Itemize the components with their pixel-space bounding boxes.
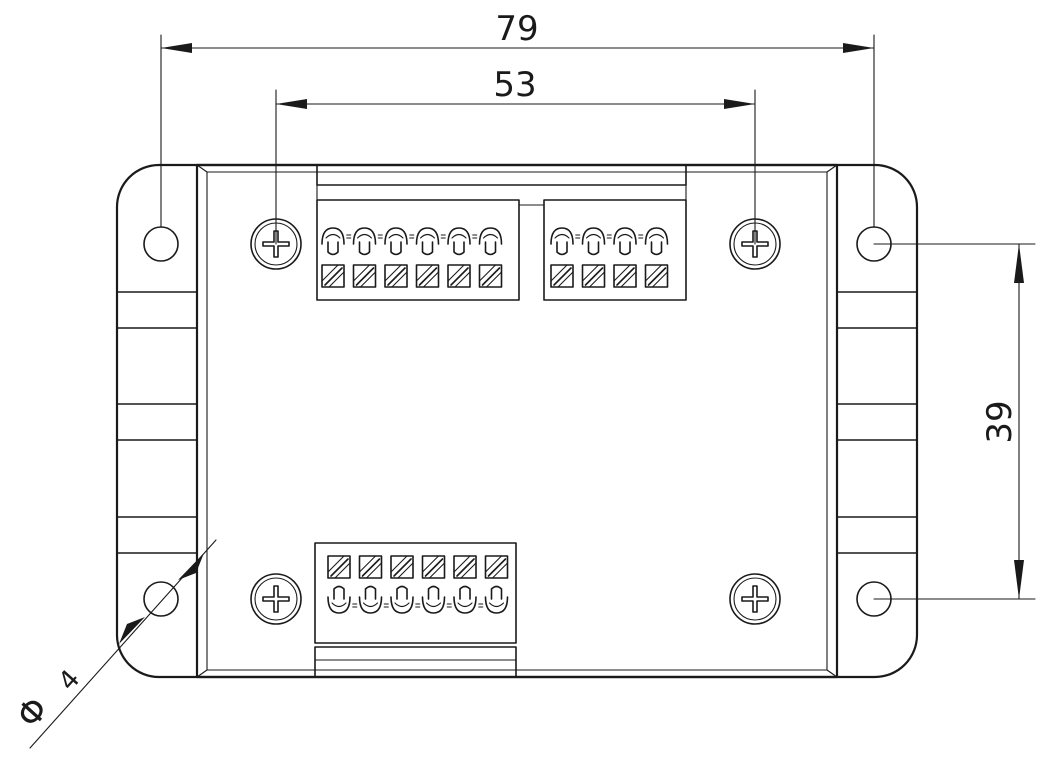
connector-top-left — [316, 199, 520, 301]
bottom-terminal-block — [314, 542, 517, 678]
dimension-diameter-symbol: Φ — [9, 689, 57, 736]
connector-bottom — [314, 542, 517, 644]
terminal-pin — [384, 227, 415, 288]
dimension-hole-vertical: 39 — [873, 243, 1036, 600]
connector-top-right-pins — [550, 227, 669, 288]
connector-top-left-pins — [321, 227, 503, 288]
terminal-pin — [550, 227, 581, 288]
terminal-pin — [321, 227, 352, 288]
dimension-label-overall-width: 79 — [495, 9, 538, 49]
dimension-diameter-value: 4 — [53, 664, 86, 696]
dimension-label-hole-vertical: 39 — [980, 400, 1020, 443]
connector-bottom-pins — [327, 555, 509, 614]
terminal-pin — [415, 227, 446, 288]
terminal-pin — [352, 227, 383, 288]
left-flange-ribs — [116, 291, 198, 554]
dimension-screw-spacing: 53 — [275, 65, 756, 245]
dimension-label-screw-spacing: 53 — [493, 65, 536, 105]
enclosure-outline — [115, 163, 919, 679]
terminal-pin — [358, 555, 389, 614]
mounting-hole-bottom-left — [143, 581, 179, 617]
dimension-hole-diameter: Φ 4 — [9, 539, 217, 749]
dimension-overall-width: 79 — [160, 9, 875, 228]
terminal-pin — [453, 555, 484, 614]
terminal-pin — [644, 227, 669, 288]
mounting-hole-top-left — [143, 226, 179, 262]
terminal-pin — [581, 227, 612, 288]
top-connector-housing — [316, 164, 687, 186]
connector-top-right — [543, 199, 687, 301]
right-flange-ribs — [836, 291, 918, 554]
terminal-pin — [478, 227, 503, 288]
terminal-pin — [421, 555, 452, 614]
terminal-pin — [327, 555, 358, 614]
screw-bottom-right — [729, 573, 781, 625]
terminal-pin — [390, 555, 421, 614]
terminal-pin — [613, 227, 644, 288]
mounting-holes — [143, 226, 892, 617]
terminal-pin — [447, 227, 478, 288]
terminal-pin — [484, 555, 509, 614]
bottom-connector-housing — [314, 646, 517, 678]
top-terminal-block — [316, 164, 687, 301]
enclosure — [115, 163, 919, 679]
body-outline — [195, 163, 839, 679]
body-inner-line — [206, 171, 828, 671]
screw-bottom-left — [250, 573, 302, 625]
